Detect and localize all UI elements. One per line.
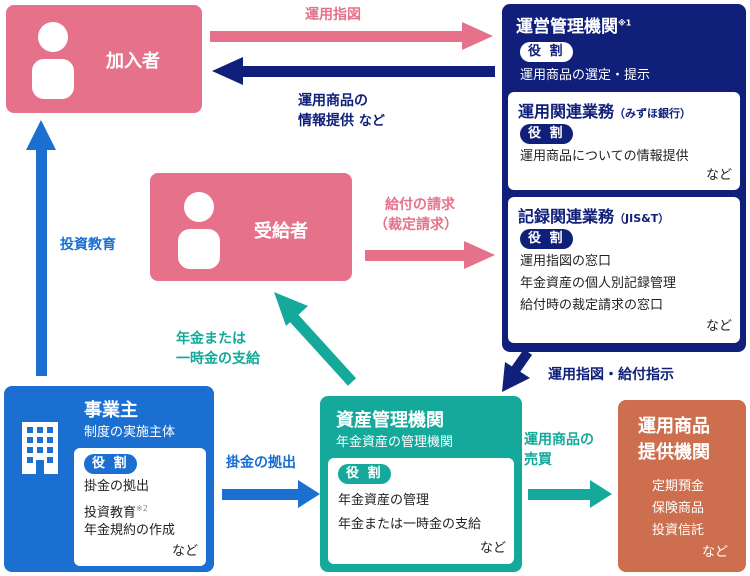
label-instruction: 運用指図: [305, 7, 361, 23]
provider-title-line1: 運用商品: [638, 416, 710, 437]
operator-sub2-etc: など: [706, 319, 733, 334]
custodian-line-1: 年金資産の管理: [338, 493, 430, 508]
arrow-benefit-claim: [365, 241, 495, 269]
arrow-trade: [528, 480, 612, 508]
operator-sub2-line-2: 年金資産の個人別記録管理: [520, 276, 677, 291]
operator-box: 運営管理機関※1 役 割 運用商品の選定・提示 運用関連業務（みずほ銀行） 役 …: [502, 4, 746, 352]
custodian-subtitle: 年金資産の管理機関: [336, 435, 454, 450]
arrow-investment-education: [26, 120, 56, 376]
label-instruction-payout: 運用指図・給付指示: [548, 367, 674, 383]
operator-role-desc: 運用商品の選定・提示: [520, 68, 651, 83]
provider-box: 運用商品 提供機関 定期預金 保険商品 投資信託 など: [618, 400, 746, 572]
building-icon: [22, 422, 58, 474]
label-contribution: 掛金の拠出: [226, 455, 296, 471]
employer-line-2: 投資教育※2: [84, 504, 148, 521]
arrow-product-info: [212, 57, 495, 85]
arrow-instruction: [210, 22, 493, 50]
label-payout-line1: 年金または: [176, 331, 246, 347]
custodian-role-label: 役 割: [338, 464, 391, 484]
provider-etc: など: [702, 545, 729, 560]
arrow-payout: [274, 292, 357, 386]
employer-line-1: 掛金の拠出: [84, 479, 150, 494]
operator-role-label: 役 割: [520, 42, 573, 62]
operator-sub2-panel: 記録関連業務（JIS&T） 役 割 運用指図の窓口 年金資産の個人別記録管理 給…: [508, 197, 740, 343]
member-title: 加入者: [106, 51, 160, 72]
provider-line-1: 定期預金: [652, 479, 705, 494]
employer-line-3: 年金規約の作成: [84, 523, 176, 538]
person-icon: [178, 192, 220, 269]
employer-role-panel: 役 割 掛金の拠出 投資教育※2 年金規約の作成 など: [74, 448, 206, 566]
label-info-line2: 情報提供 など: [298, 113, 385, 129]
member-box: 加入者: [6, 5, 202, 113]
label-payout-line2: 一時金の支給: [176, 351, 260, 367]
custodian-etc: など: [480, 541, 507, 556]
operator-sub2-line-1: 運用指図の窓口: [520, 254, 612, 269]
employer-box: 事業主 制度の実施主体 役 割 掛金の拠出 投資教育※2 年金規約の作成 など: [4, 386, 214, 572]
operator-sub1-title: 運用関連業務（みずほ銀行）: [518, 102, 692, 121]
operator-sub2-role-label: 役 割: [520, 229, 573, 249]
employer-etc: など: [172, 544, 199, 559]
label-info-line1: 運用商品の: [298, 93, 368, 109]
operator-sub2-title: 記録関連業務（JIS&T）: [518, 207, 670, 226]
custodian-box: 資産管理機関 年金資産の管理機関 役 割 年金資産の管理 年金または一時金の支給…: [320, 396, 522, 572]
employer-subtitle: 制度の実施主体: [84, 425, 176, 440]
arrow-instruction-payout: [502, 349, 533, 392]
person-icon: [32, 22, 74, 99]
label-education: 投資教育: [60, 237, 116, 253]
recipient-box: 受給者: [150, 173, 352, 281]
arrow-contribution: [222, 480, 320, 508]
provider-title-line2: 提供機関: [638, 442, 710, 463]
custodian-title: 資産管理機関: [336, 410, 444, 431]
operator-sub1-line-1: 運用商品についての情報提供: [520, 149, 689, 164]
recipient-title: 受給者: [254, 221, 308, 242]
employer-title: 事業主: [84, 400, 138, 421]
operator-sub1-etc: など: [706, 168, 733, 183]
provider-line-3: 投資信託: [652, 523, 705, 538]
operator-title: 運営管理機関※1: [516, 17, 632, 37]
custodian-role-panel: 役 割 年金資産の管理 年金または一時金の支給 など: [328, 458, 514, 564]
provider-line-2: 保険商品: [652, 501, 705, 516]
operator-sub1-panel: 運用関連業務（みずほ銀行） 役 割 運用商品についての情報提供 など: [508, 92, 740, 190]
label-claim-line2: （裁定請求）: [374, 217, 458, 233]
label-trade-line2: 売買: [524, 452, 552, 468]
operator-sub1-role-label: 役 割: [520, 124, 573, 144]
label-claim-line1: 給付の請求: [385, 197, 455, 213]
custodian-line-2: 年金または一時金の支給: [338, 517, 482, 532]
label-trade-line1: 運用商品の: [524, 432, 594, 448]
employer-role-label: 役 割: [84, 454, 137, 474]
operator-sub2-line-3: 給付時の裁定請求の窓口: [520, 298, 664, 313]
